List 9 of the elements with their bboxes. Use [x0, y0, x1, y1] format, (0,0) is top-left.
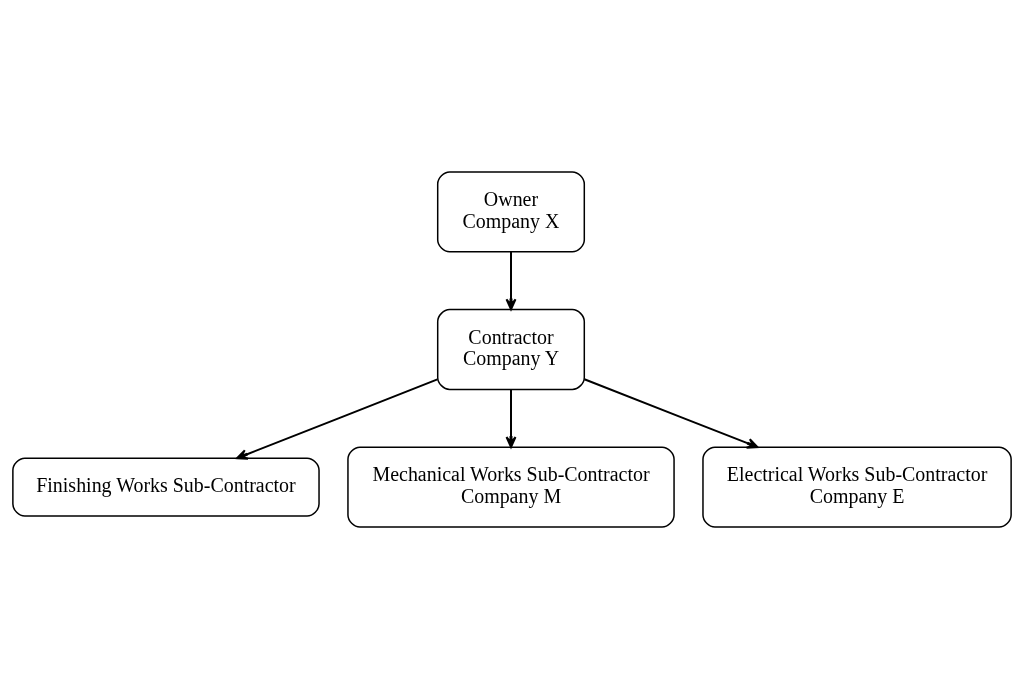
- node-box: Mechanical Works Sub-Contractor Company M: [347, 446, 675, 528]
- node-box: Finishing Works Sub-Contractor: [12, 456, 320, 517]
- arrow: [236, 377, 439, 460]
- arrow: [505, 250, 517, 310]
- arrow: [583, 377, 759, 449]
- node-box: Electrical Works Sub-Contractor Company E: [702, 446, 1012, 528]
- arrow: [505, 388, 517, 448]
- node-box: Contractor Company Y: [436, 308, 586, 390]
- node-box: Owner Company X: [436, 170, 586, 252]
